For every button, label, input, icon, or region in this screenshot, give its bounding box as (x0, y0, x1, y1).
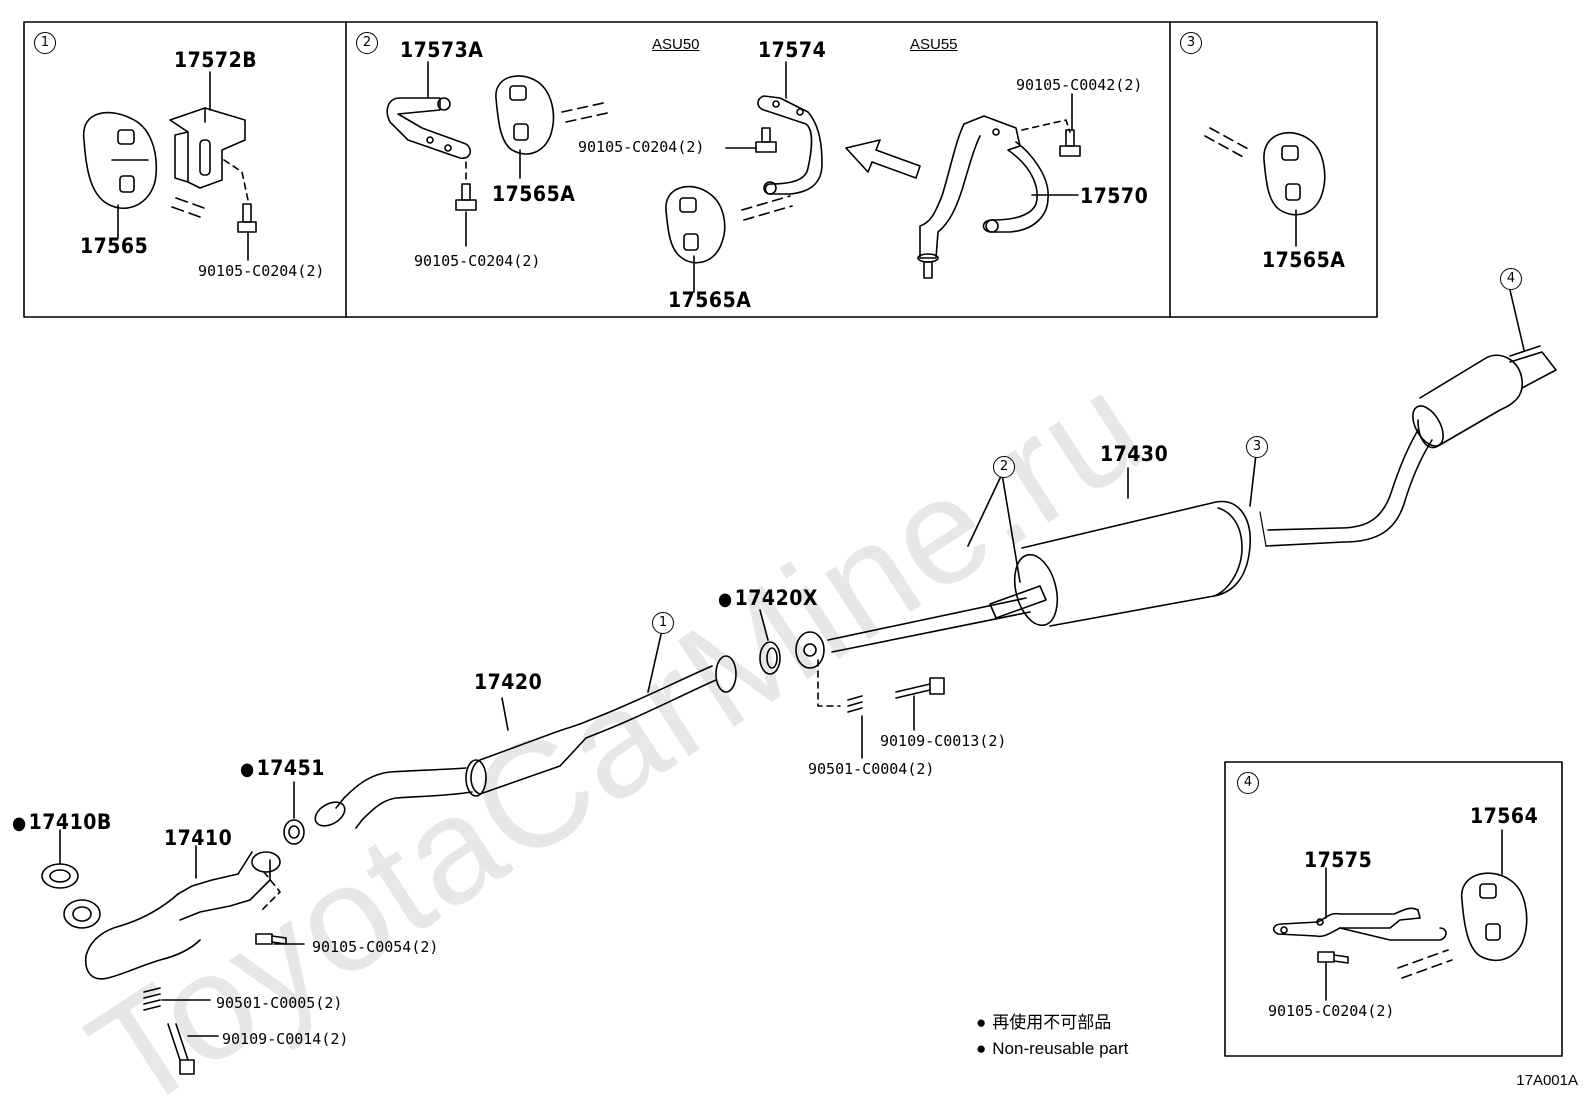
bolt-90109-C0014-label: 90109-C0014(2) (222, 1030, 349, 1048)
spring-90501-C0004 (847, 695, 863, 713)
dash-17410-bolt (261, 871, 281, 911)
box2-rubber-hanger-17565A-bottom (665, 185, 726, 264)
front-pipe-17420 (314, 655, 737, 829)
gasket-17410B (41, 863, 79, 889)
bolt-90105-C0054 (255, 933, 287, 945)
box3-pipe-stub (1204, 127, 1251, 159)
legend-line-japanese: ● 再使用不可部品 (976, 1014, 1111, 1031)
main-callout-3: 3 (1246, 436, 1268, 458)
box2-pipe-stub-2 (741, 195, 793, 221)
box2-arrow (845, 139, 921, 179)
legend-text-english: Non-reusable part (992, 1039, 1129, 1058)
bolt-90109-C0014 (167, 1023, 195, 1075)
box4-rubber-hanger-17564 (1461, 872, 1528, 962)
spring-90501-C0005 (143, 987, 161, 1011)
part-17565A-label-2: 17565A (668, 288, 752, 312)
bolt-90105-C0204-box2-label-2: 90105-C0204(2) (578, 138, 705, 156)
legend-bullet-icon: ● (976, 1039, 987, 1058)
intermediate-pipe (795, 585, 1047, 669)
legend-bullet-icon: ● (976, 1013, 987, 1032)
box1-bracket-17572B (169, 107, 246, 189)
box4-bracket-17575 (1272, 907, 1447, 941)
part-17420X-label: 17420X (718, 588, 818, 609)
part-17430-label: 17430 (1100, 442, 1169, 466)
bolt-90105-C0204-box2-label-1: 90105-C0204(2) (414, 252, 541, 270)
gasket-17451 (283, 819, 305, 845)
part-17565A-label-3: 17565A (1262, 248, 1346, 272)
part-17564-label: 17564 (1470, 804, 1539, 828)
variant-label-asu50: ASU50 (652, 36, 700, 53)
box4-bolt (1317, 951, 1349, 964)
callout-2-leader (967, 473, 1021, 583)
box2-bracket-17574 (757, 95, 823, 195)
bolt-90105-C0054-label: 90105-C0054(2) (312, 938, 439, 956)
inset-callout-2: 2 (356, 32, 378, 54)
box2-dash-3 (1021, 119, 1071, 133)
box2-bracket-17570 (917, 115, 1049, 279)
box1-bolt (237, 203, 257, 233)
part-17420-label: 17420 (474, 670, 543, 694)
main-callout-4: 4 (1500, 268, 1522, 290)
center-muffler-17430 (1013, 500, 1251, 627)
part-17575-label: 17575 (1304, 848, 1373, 872)
inset-callout-3: 3 (1180, 32, 1202, 54)
main-callout-2: 2 (993, 456, 1015, 478)
part-17573A-label: 17573A (400, 38, 484, 62)
part-17574-label: 17574 (758, 38, 827, 62)
variant-label-asu55: ASU55 (910, 36, 958, 53)
callout-4-leader (1509, 289, 1525, 351)
legend-text-japanese: 再使用不可部品 (992, 1013, 1112, 1032)
box2-rubber-hanger-17565A-top (495, 75, 555, 155)
callout-3-leader (1249, 453, 1257, 507)
part-17570-label: 17570 (1080, 184, 1149, 208)
part-17410-label: 17410 (164, 826, 233, 850)
bolt-90105-C0042-label: 90105-C0042(2) (1016, 76, 1143, 94)
part-17410B-label: 17410B (12, 812, 112, 833)
bolt-90109-C0013 (895, 677, 945, 699)
box4-pipe-stub (1397, 949, 1453, 979)
box2-bolt-1 (455, 183, 477, 211)
tail-pipe (1259, 429, 1433, 547)
leader-17420x (759, 609, 769, 641)
inset-callout-4: 4 (1237, 772, 1259, 794)
part-17572B-label: 17572B (174, 48, 258, 72)
legend-line-english: ● Non-reusable part (976, 1040, 1128, 1057)
callout-1-leader (647, 629, 663, 693)
box1-dash (223, 159, 249, 201)
manifold-pipe-17410 (63, 851, 281, 980)
inset-frame-1-2-3 (23, 21, 1378, 318)
rear-muffler (1412, 345, 1557, 449)
part-17451-label: 17451 (240, 758, 325, 779)
part-17565-label: 17565 (80, 234, 149, 258)
bolt-90105-C0204-box1-label: 90105-C0204(2) (198, 262, 325, 280)
bolt-90105-C0204-box4-label: 90105-C0204(2) (1268, 1002, 1395, 1020)
box2-bracket-17573A (386, 97, 472, 160)
gasket-17420X (759, 641, 781, 675)
box1-rubber-hanger-17565 (82, 111, 158, 209)
box2-bolt-2 (755, 127, 777, 153)
bolt-90501-C0005-label: 90501-C0005(2) (216, 994, 343, 1012)
inset-callout-1: 1 (34, 32, 56, 54)
bolt-90501-C0004-label: 90501-C0004(2) (808, 760, 935, 778)
main-callout-1: 1 (652, 612, 674, 634)
leader-17420 (501, 697, 509, 731)
box3-rubber-hanger-17565A (1263, 132, 1326, 216)
box2-pipe-stub-1 (561, 101, 613, 123)
dash-17430-bolt (817, 659, 841, 707)
bolt-90109-C0013-label: 90109-C0013(2) (880, 732, 1007, 750)
inset-frame-4 (1224, 761, 1563, 1057)
box1-pipe-stub (171, 197, 205, 218)
part-17565A-label-1: 17565A (492, 182, 576, 206)
box2-bolt-3 (1059, 129, 1081, 157)
diagram-code: 17A001A (1516, 1072, 1578, 1089)
